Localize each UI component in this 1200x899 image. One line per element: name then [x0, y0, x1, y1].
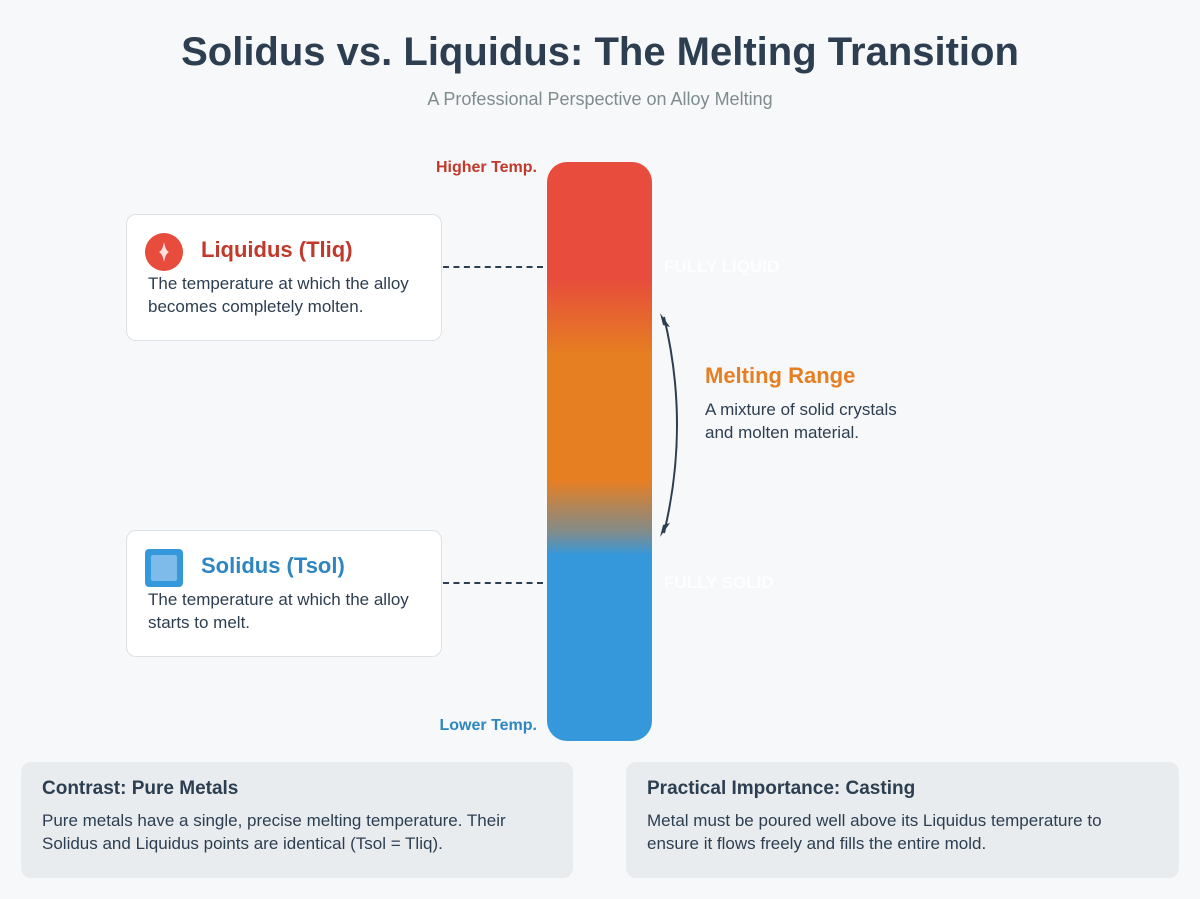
casting-description: Metal must be poured well above its Liqu…: [647, 811, 1102, 853]
solidus-title: Solidus (Tsol): [201, 553, 345, 578]
casting-title: Practical Importance: Casting: [647, 778, 916, 799]
liquidus-card: Liquidus (Tliq) The temperature at which…: [126, 214, 442, 341]
liquidus-description: The temperature at which the alloy becom…: [148, 274, 409, 316]
sparkle-icon: [145, 233, 183, 271]
casting-box: Practical Importance: Casting Metal must…: [626, 762, 1179, 878]
square-icon: [145, 549, 183, 587]
solidus-card: Solidus (Tsol) The temperature at which …: [126, 530, 442, 657]
solidus-description: The temperature at which the alloy start…: [148, 590, 409, 632]
temperature-bar: [547, 162, 652, 741]
fully-liquid-label: FULLY LIQUID: [664, 257, 780, 276]
liquidus-connector: [443, 266, 543, 268]
pure-metals-title: Contrast: Pure Metals: [42, 778, 239, 799]
page-title: Solidus vs. Liquidus: The Melting Transi…: [181, 30, 1019, 74]
solidus-connector: [443, 582, 543, 584]
melting-range-title: Melting Range: [705, 363, 856, 388]
higher-temp-label: Higher Temp.: [435, 159, 537, 176]
fully-solid-label: FULLY SOLID: [664, 573, 774, 592]
pure-metals-description: Pure metals have a single, precise melti…: [42, 811, 506, 853]
liquidus-title: Liquidus (Tliq): [201, 237, 353, 262]
melting-range-description: A mixture of solid crystals and molten m…: [705, 400, 897, 442]
lower-temp-label: Lower Temp.: [439, 717, 538, 734]
pure-metals-box: Contrast: Pure Metals Pure metals have a…: [21, 762, 573, 878]
page-subtitle: A Professional Perspective on Alloy Melt…: [427, 89, 773, 109]
melting-range-arrow: [660, 313, 678, 537]
